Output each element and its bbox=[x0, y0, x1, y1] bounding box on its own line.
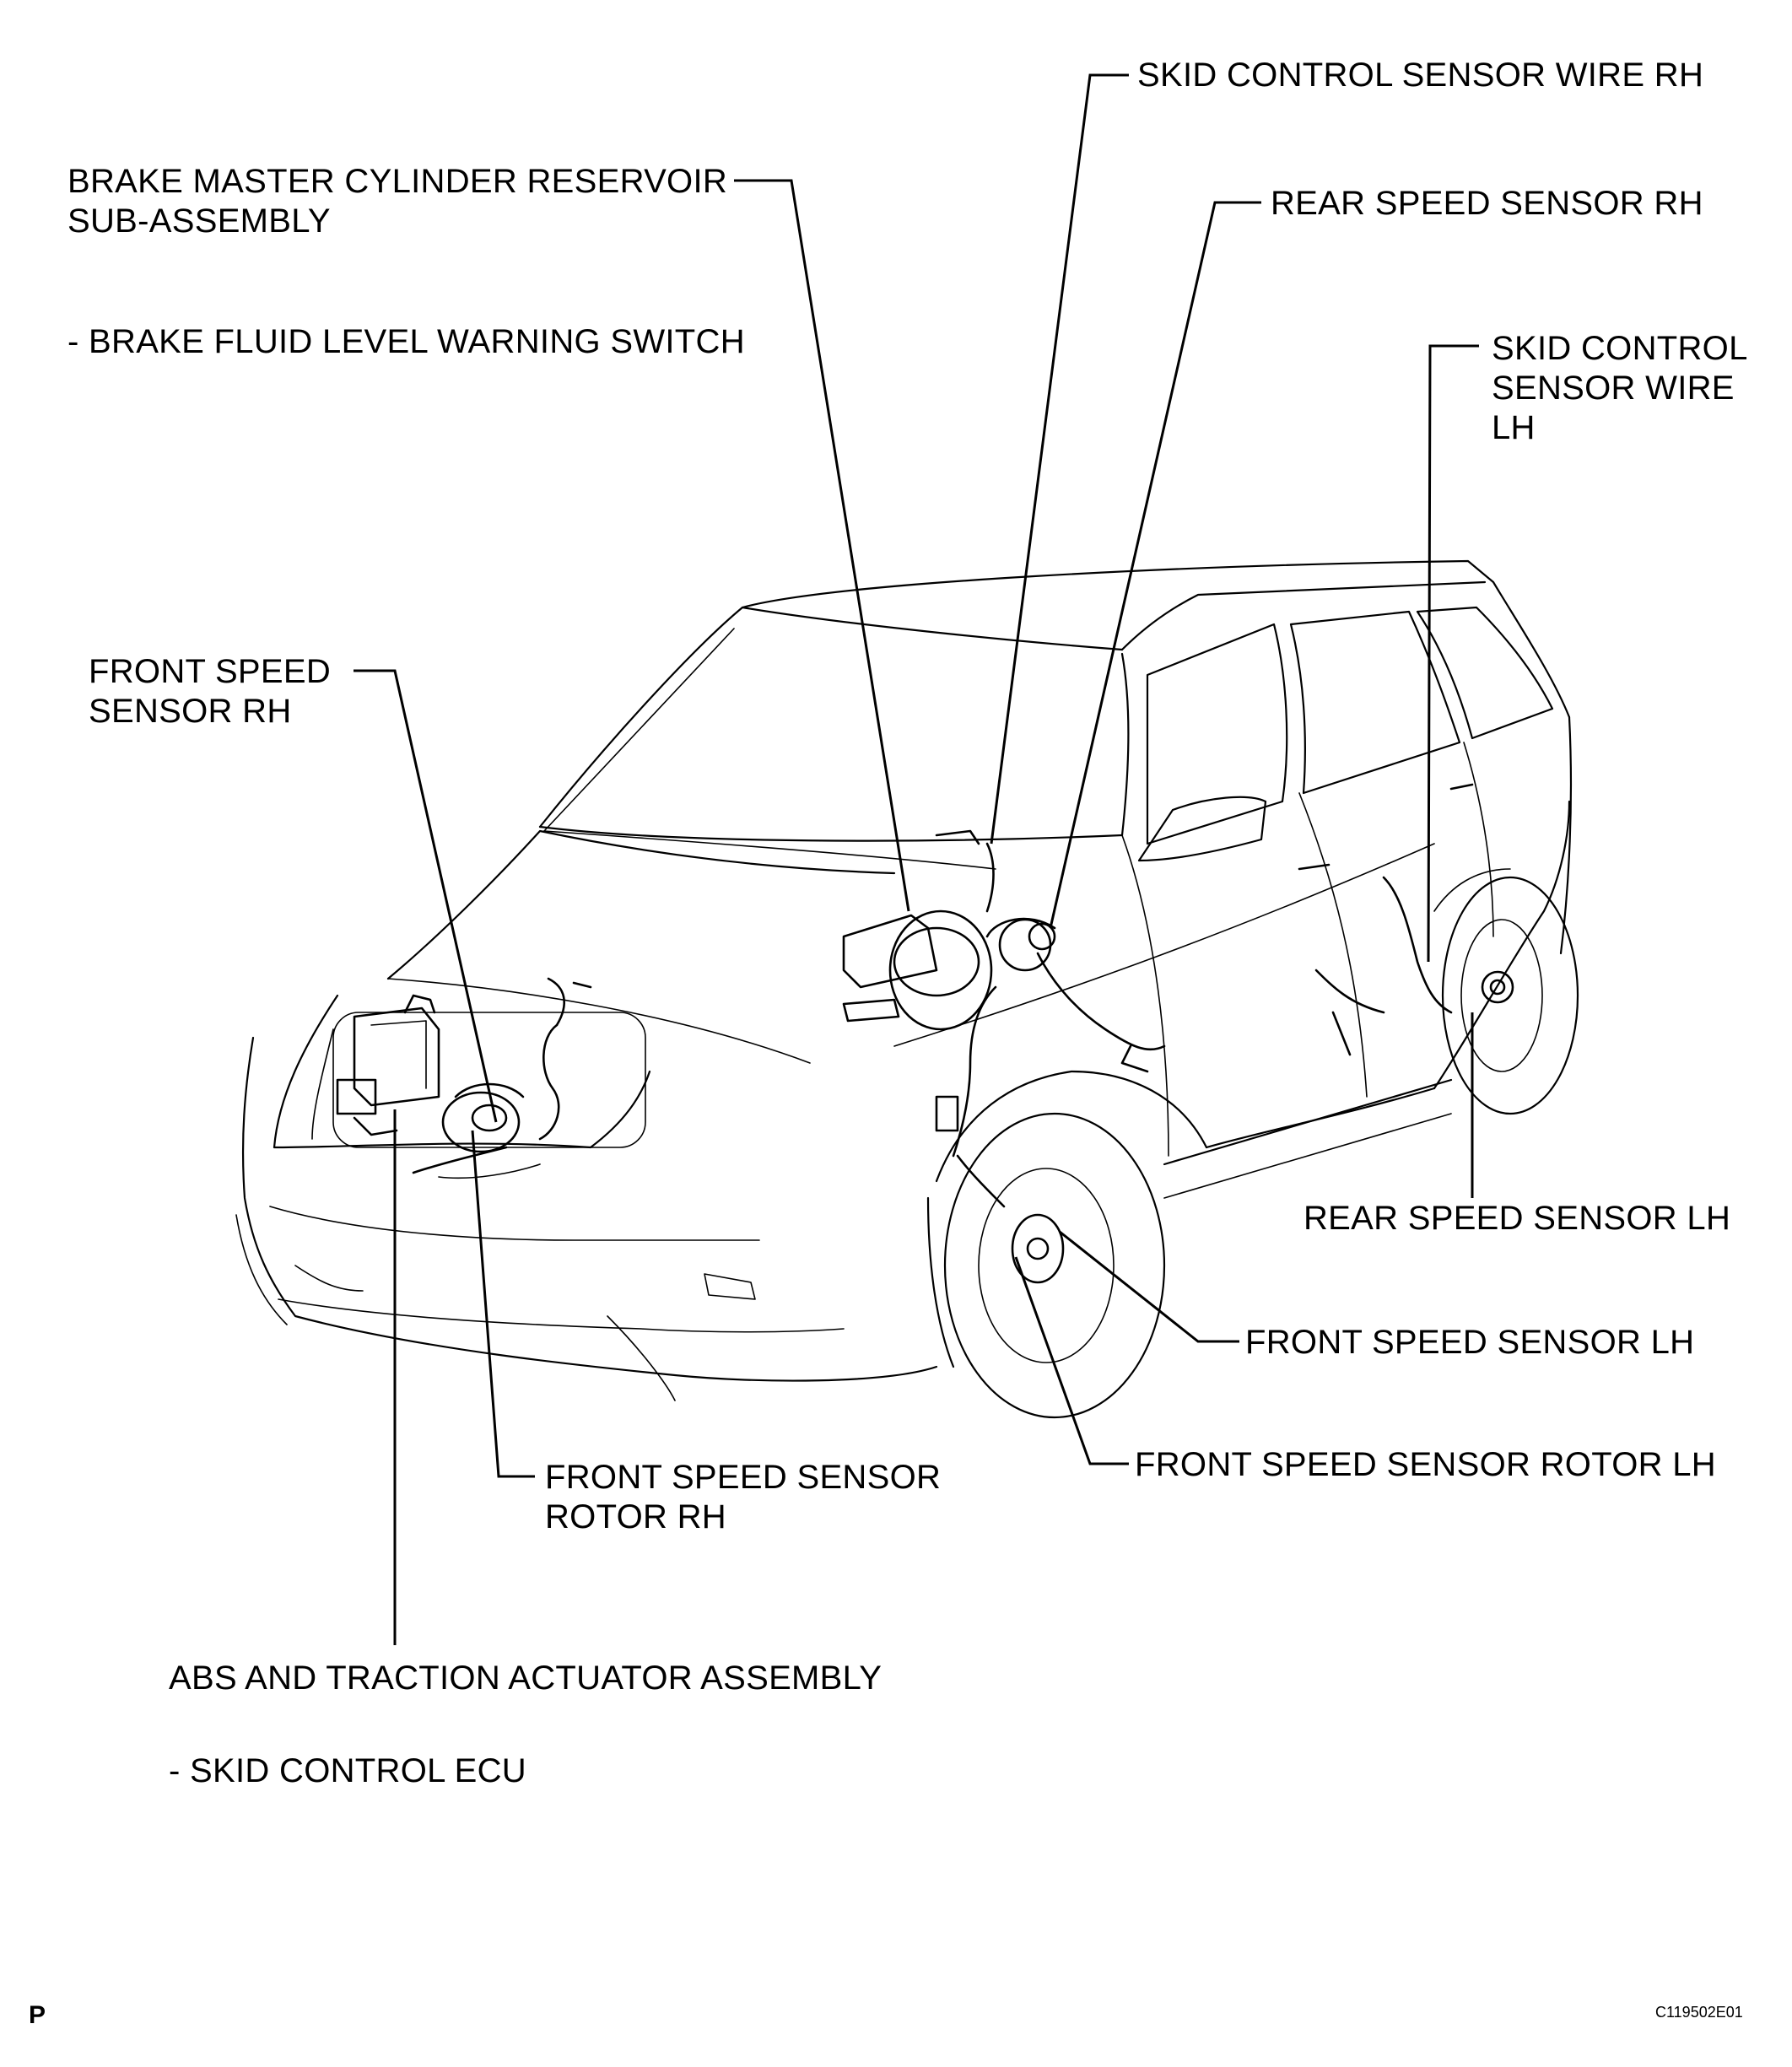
leader-brake-master bbox=[734, 179, 910, 912]
label-front-rotor-rh-line-2: ROTOR RH bbox=[545, 1498, 726, 1535]
leader-skid-wire-rh bbox=[990, 73, 1129, 845]
label-brake-master-line-1: BRAKE MASTER CYLINDER RESERVOIR bbox=[67, 163, 728, 200]
label-skid-control-ecu: - SKID CONTROL ECU bbox=[169, 1752, 526, 1789]
figure-code: C119502E01 bbox=[1655, 2004, 1743, 2021]
label-rear-speed-sensor-rh: REAR SPEED SENSOR RH bbox=[1271, 185, 1703, 222]
leader-front-sensor-rh bbox=[354, 669, 498, 1123]
label-front-speed-sensor-rh: FRONT SPEED SENSOR RH bbox=[89, 652, 331, 731]
label-front-speed-sensor-rotor-lh: FRONT SPEED SENSOR ROTOR LH bbox=[1135, 1446, 1716, 1483]
label-rear-speed-sensor-lh: REAR SPEED SENSOR LH bbox=[1304, 1200, 1731, 1237]
corner-letter: P bbox=[29, 2001, 46, 2029]
label-front-rotor-rh-line-1: FRONT SPEED SENSOR bbox=[545, 1459, 942, 1496]
label-front-speed-sensor-rotor-rh: FRONT SPEED SENSOR ROTOR RH bbox=[545, 1458, 941, 1537]
label-abs-and-traction-actuator-assembly: ABS AND TRACTION ACTUATOR ASSEMBLY bbox=[169, 1660, 883, 1697]
label-front-sensor-rh-line-1: FRONT SPEED bbox=[89, 653, 332, 690]
leader-front-sensor-lh bbox=[1059, 1230, 1239, 1343]
label-skid-wire-lh-line-1: SKID CONTROL bbox=[1492, 330, 1748, 367]
leader-skid-wire-lh bbox=[1427, 344, 1479, 963]
label-skid-wire-lh-line-3: LH bbox=[1492, 409, 1536, 446]
leader-rear-sensor-rh bbox=[1049, 201, 1261, 929]
label-brake-fluid-level-warning-switch: - BRAKE FLUID LEVEL WARNING SWITCH bbox=[67, 323, 745, 360]
label-skid-control-sensor-wire-lh: SKID CONTROL SENSOR WIRE LH bbox=[1492, 329, 1748, 448]
label-front-sensor-rh-line-2: SENSOR RH bbox=[89, 693, 292, 730]
label-skid-wire-lh-line-2: SENSOR WIRE bbox=[1492, 370, 1735, 407]
label-brake-master-cylinder-reservoir: BRAKE MASTER CYLINDER RESERVOIR SUB-ASSE… bbox=[67, 162, 727, 241]
label-brake-master-line-2: SUB-ASSEMBLY bbox=[67, 202, 331, 240]
label-skid-control-sensor-wire-rh: SKID CONTROL SENSOR WIRE RH bbox=[1137, 57, 1704, 94]
label-front-speed-sensor-lh: FRONT SPEED SENSOR LH bbox=[1245, 1324, 1695, 1361]
leader-front-rotor-lh bbox=[1014, 1256, 1129, 1465]
leader-lines bbox=[354, 73, 1479, 1645]
car-outline bbox=[235, 559, 1579, 1419]
leader-front-rotor-rh bbox=[471, 1130, 535, 1478]
